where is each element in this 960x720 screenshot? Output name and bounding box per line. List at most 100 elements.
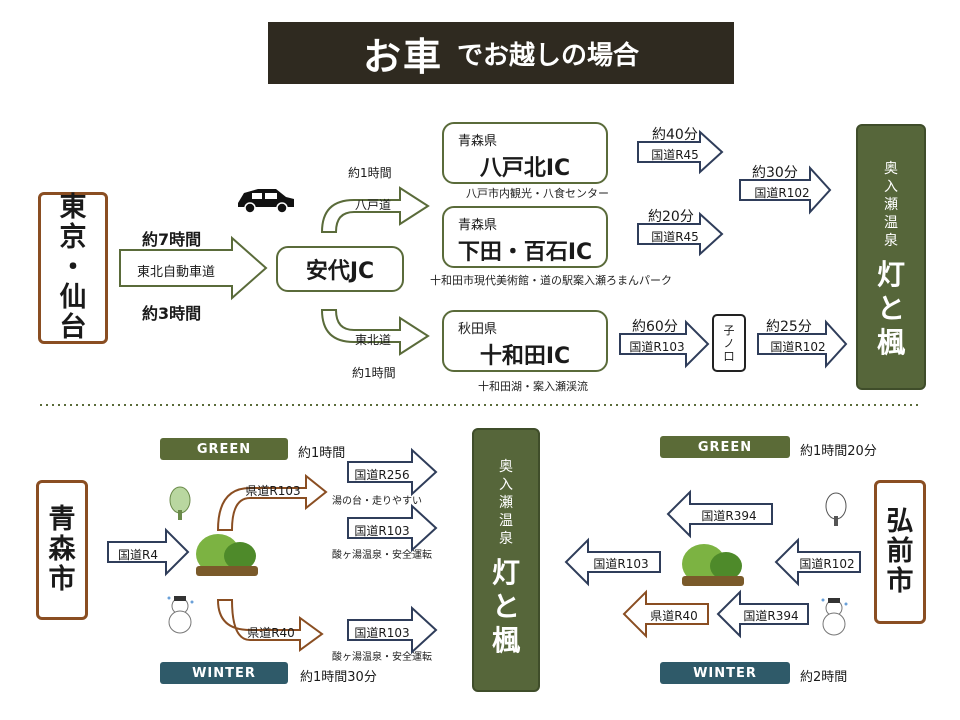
origin-char: 京: [59, 222, 87, 253]
hirosaki-city-box: 弘 前 市: [874, 480, 926, 624]
ic-note: 八戸市内観光・八食センター: [466, 187, 609, 200]
dest-char: 奥: [884, 161, 898, 177]
arrow-left-r103a: [347, 503, 438, 553]
junction-box: 安代JC: [276, 246, 404, 292]
route-note: 湯の台・走りやすい: [332, 496, 422, 507]
city-char: 市: [48, 564, 76, 595]
route-road: 国道R103: [354, 524, 410, 538]
branch-down-road: 県道R40: [247, 626, 295, 640]
route-note: 酸ヶ湯温泉・安全運転: [332, 652, 432, 663]
arrow-right-r394-low: [716, 589, 809, 639]
route-road: 国道R103: [354, 626, 410, 640]
dest-char: 温: [499, 513, 513, 529]
origin-char: 東: [59, 192, 87, 223]
ic-note: 十和田市現代美術館・道の駅案入瀬ろまんパーク: [430, 274, 672, 287]
ic-name: 十和田IC: [479, 344, 571, 369]
green-time-left: 約1時間: [298, 446, 346, 461]
route-road: 国道R103: [593, 557, 649, 571]
origin-box: 東 京 ・ 仙 台: [38, 192, 108, 344]
hills-icon-left: [196, 534, 258, 576]
winter-time-right: 約2時間: [800, 670, 848, 685]
route-time: 約60分: [632, 319, 678, 335]
route-road: 国道R102: [770, 340, 826, 354]
ic-box-towada: 秋田県 十和田IC: [442, 310, 608, 372]
tree-icon-right: [825, 492, 847, 526]
route-road: 国道R256: [354, 468, 410, 482]
green-time-right: 約1時間20分: [800, 444, 877, 459]
arrow-r45-2: [637, 211, 724, 257]
arrow-right-r103: [564, 537, 661, 587]
junction-label: 安代JC: [305, 259, 375, 284]
route-time: 約20分: [648, 209, 694, 225]
highway-arrow: [119, 235, 268, 301]
city-char: 森: [48, 534, 76, 565]
dest-char: 入: [884, 179, 898, 195]
highway-label: 東北自動車道: [136, 265, 215, 280]
city-char: 青: [48, 504, 76, 535]
route-time: 約40分: [652, 127, 698, 143]
destination-box-top: 奥 入 瀬 温 泉 灯 と 楓: [856, 124, 926, 390]
dest-char: 泉: [499, 531, 513, 547]
dest-char: と: [876, 292, 905, 325]
aomori-city-box: 青 森 市: [36, 480, 88, 620]
arrow-r45-1: [637, 129, 724, 175]
route-road: 国道R102: [754, 186, 810, 200]
arrow-right-r394-top: [666, 489, 773, 539]
route-road: 国道R394: [743, 609, 799, 623]
nenokuchi-char: 口: [723, 349, 735, 363]
time-top: 約7時間: [142, 230, 202, 249]
route-road: 国道R103: [629, 340, 685, 354]
tree-icon-left: [169, 486, 191, 520]
green-label-left: GREEN: [160, 438, 288, 460]
origin-char: 仙: [59, 282, 87, 313]
branch-up-road: 県道R103: [245, 484, 301, 498]
ic-pref: 青森県: [458, 218, 498, 233]
ic-pref: 秋田県: [458, 322, 498, 337]
arrow-r102-merge: [739, 165, 832, 215]
winter-label-right: WINTER: [660, 662, 790, 684]
dest-char: 奥: [499, 459, 513, 475]
dest-char: 入: [499, 477, 513, 493]
arrow-r102-top: [757, 319, 848, 369]
ic-pref: 青森県: [458, 134, 498, 149]
hills-icon-right: [682, 544, 744, 586]
green-label-right: GREEN: [660, 436, 790, 458]
ic-box-hachinohe: 青森県 八戸北IC: [442, 122, 608, 184]
city-char: 弘: [886, 506, 914, 537]
route-road: 国道R394: [701, 509, 757, 523]
branch-lower-label: 東北道: [354, 333, 391, 347]
winter-label-left: WINTER: [160, 662, 288, 684]
arrow-left-branch-up: [216, 473, 328, 531]
arrow-left-r4: [107, 527, 190, 577]
origin-char: 台: [59, 312, 87, 343]
title-sub: でお越しの場合: [457, 40, 640, 71]
destination-box-center: 奥 入 瀬 温 泉 灯 と 楓: [472, 428, 540, 692]
ic-name: 八戸北IC: [479, 156, 571, 181]
route-time: 約30分: [752, 165, 798, 181]
arrow-right-r40: [622, 589, 709, 639]
branch-upper-time: 約1時間: [348, 166, 392, 180]
route-time: 約25分: [766, 319, 812, 335]
city-char: 前: [886, 536, 914, 567]
dest-char: 楓: [876, 326, 905, 359]
route-road: 県道R40: [650, 609, 698, 623]
snowman-icon-right: [821, 598, 848, 636]
dest-char: 灯: [491, 556, 520, 589]
dest-char: 泉: [884, 233, 898, 249]
snowman-icon-left: [167, 596, 194, 634]
nenokuchi-char: 子: [723, 323, 735, 337]
arrow-r103-top: [619, 319, 710, 369]
title-main: お車: [362, 34, 443, 79]
car-icon: [238, 189, 294, 214]
dest-char: 楓: [491, 624, 520, 657]
origin-char: ・: [59, 252, 87, 283]
route-road: 国道R102: [799, 557, 855, 571]
arrow-left-r256: [347, 447, 438, 497]
branch-upper-label: 八戸道: [354, 198, 391, 212]
ic-box-shimoda: 青森県 下田・百石IC: [442, 206, 608, 268]
nenokuchi-char: ノ: [723, 336, 735, 350]
route-road: 国道R45: [651, 230, 699, 244]
time-bottom: 約3時間: [142, 304, 202, 323]
road-in: 国道R4: [118, 548, 158, 562]
